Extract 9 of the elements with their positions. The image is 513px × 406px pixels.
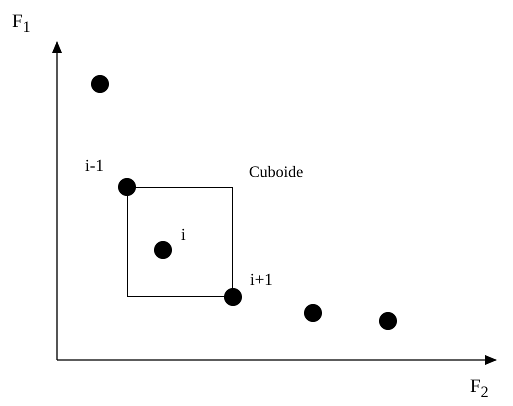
axis-label: F$_{2}$: [470, 377, 488, 401]
cuboid-label: Cuboide: [249, 165, 304, 181]
data-point: [91, 75, 109, 93]
axis-label: F$_{1}$: [12, 12, 30, 36]
data-point: [379, 312, 397, 330]
point-label: i-1: [85, 157, 104, 174]
point-label: i+1: [250, 271, 273, 288]
data-point: [304, 304, 322, 322]
point-label: i: [181, 226, 186, 243]
